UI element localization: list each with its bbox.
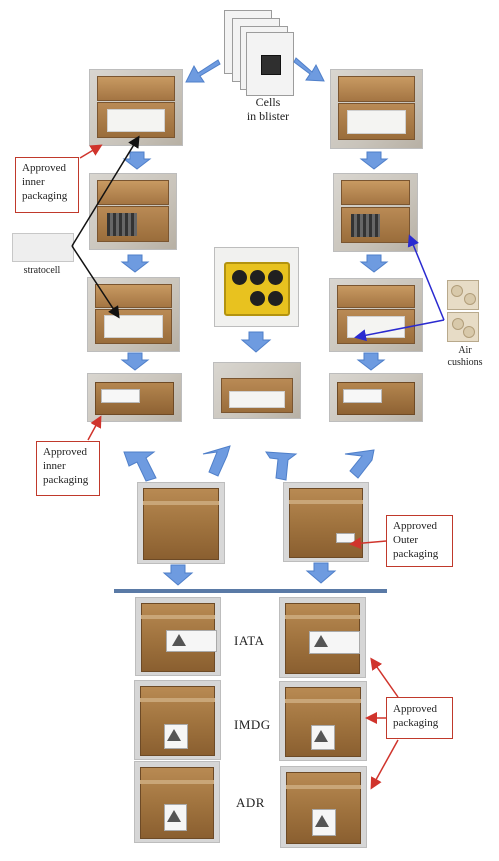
air-cushion: [447, 280, 479, 310]
air-bubble: [451, 285, 463, 297]
divider-bar: [114, 589, 387, 593]
air-cushion: [447, 312, 479, 342]
air-cushions-image: [445, 280, 479, 342]
yellow-tray-photo: [214, 247, 299, 327]
stratocell-label: stratocell: [23, 265, 61, 276]
tray-hole: [250, 270, 265, 285]
air-bubble: [452, 318, 464, 330]
box-lid: [338, 76, 415, 102]
outer-box: [143, 487, 219, 560]
air-cushions-label: Air cushions: [447, 345, 483, 368]
closed-inner-box-left-photo: [87, 373, 182, 422]
box-liner: [106, 108, 166, 132]
box-lid: [337, 284, 415, 309]
box-tape: [289, 500, 363, 505]
box-tape: [140, 698, 215, 703]
iata-box-left-photo: [135, 597, 221, 676]
callout-approved-packaging: Approved packaging: [386, 697, 453, 739]
open-box-with-cells-right-photo: [333, 173, 418, 252]
open-box-with-cells-left-photo: [89, 173, 177, 250]
adr-box-right-photo: [280, 766, 367, 848]
box-lid: [340, 180, 411, 206]
stratocell-layer: [104, 315, 163, 338]
cells-row: [107, 213, 138, 236]
hazard-mark-icon: [166, 810, 181, 822]
down-arrow-icon: [120, 151, 389, 371]
callout-approved-inner-packaging-mid: Approved inner packaging: [36, 441, 100, 496]
outer-box-left-photo: [137, 482, 225, 564]
hazard-mark-icon: [314, 730, 329, 743]
callout-approved-outer-packaging: Approved Outer packaging: [386, 515, 453, 567]
box-tape: [140, 779, 214, 784]
flow-arrow-icon: [185, 57, 325, 83]
hazard-mark-icon: [314, 635, 328, 648]
hazard-mark-icon: [167, 729, 182, 742]
tray-hole: [250, 291, 265, 306]
open-box-air-cushion-right-photo: [329, 278, 423, 352]
cells-in-blister-label: Cells in blister: [246, 95, 290, 124]
cells-row: [350, 214, 380, 238]
box-tape: [143, 500, 219, 505]
iata-box-right-photo: [279, 597, 366, 678]
cell-tray: [224, 262, 290, 316]
box-lid: [96, 180, 170, 205]
stratocell-sample-image: [12, 233, 74, 262]
air-bubble: [463, 326, 475, 338]
closed-inner-box-right-photo: [329, 373, 423, 422]
box-lid: [95, 283, 172, 308]
box-label: [342, 389, 382, 404]
tray-hole: [268, 291, 283, 306]
box-tape: [286, 784, 361, 789]
open-box-middle-photo: [213, 362, 301, 419]
imdg-box-right-photo: [279, 681, 367, 761]
cell-in-blister: [260, 54, 282, 76]
callout-pointer-arrows: [79, 144, 399, 790]
converge-arrow-icon: [123, 445, 375, 482]
air-cushion-pointer-lines: [354, 234, 445, 342]
hazard-mark-icon: [172, 634, 187, 647]
adr-box-left-photo: [134, 761, 220, 843]
iata-label: IATA: [234, 633, 265, 648]
down-arrow-icon: [162, 562, 337, 586]
blister-cards-photo: [224, 10, 294, 96]
callout-approved-inner-packaging-top: Approved inner packaging: [15, 157, 79, 213]
box-tape: [285, 699, 361, 704]
adr-label: ADR: [236, 795, 265, 810]
open-box-empty-left-photo: [89, 69, 183, 146]
tray-hole: [232, 270, 247, 285]
box-label: [101, 389, 141, 404]
blister-card: [246, 32, 294, 96]
box-liner: [229, 390, 285, 409]
open-box-stratocell-left-photo: [87, 277, 180, 352]
air-bubble: [464, 293, 476, 305]
tray-hole: [268, 270, 283, 285]
box-tape: [285, 615, 360, 620]
imdg-box-left-photo: [134, 680, 221, 760]
open-box-empty-right-photo: [330, 69, 423, 149]
box-lid: [97, 76, 175, 101]
hazard-mark-icon: [315, 815, 329, 827]
box-tape: [141, 614, 215, 619]
box-liner: [347, 110, 406, 134]
stratocell-pointer-lines: [71, 135, 140, 319]
outer-box: [140, 766, 214, 839]
imdg-label: IMDG: [234, 717, 271, 732]
